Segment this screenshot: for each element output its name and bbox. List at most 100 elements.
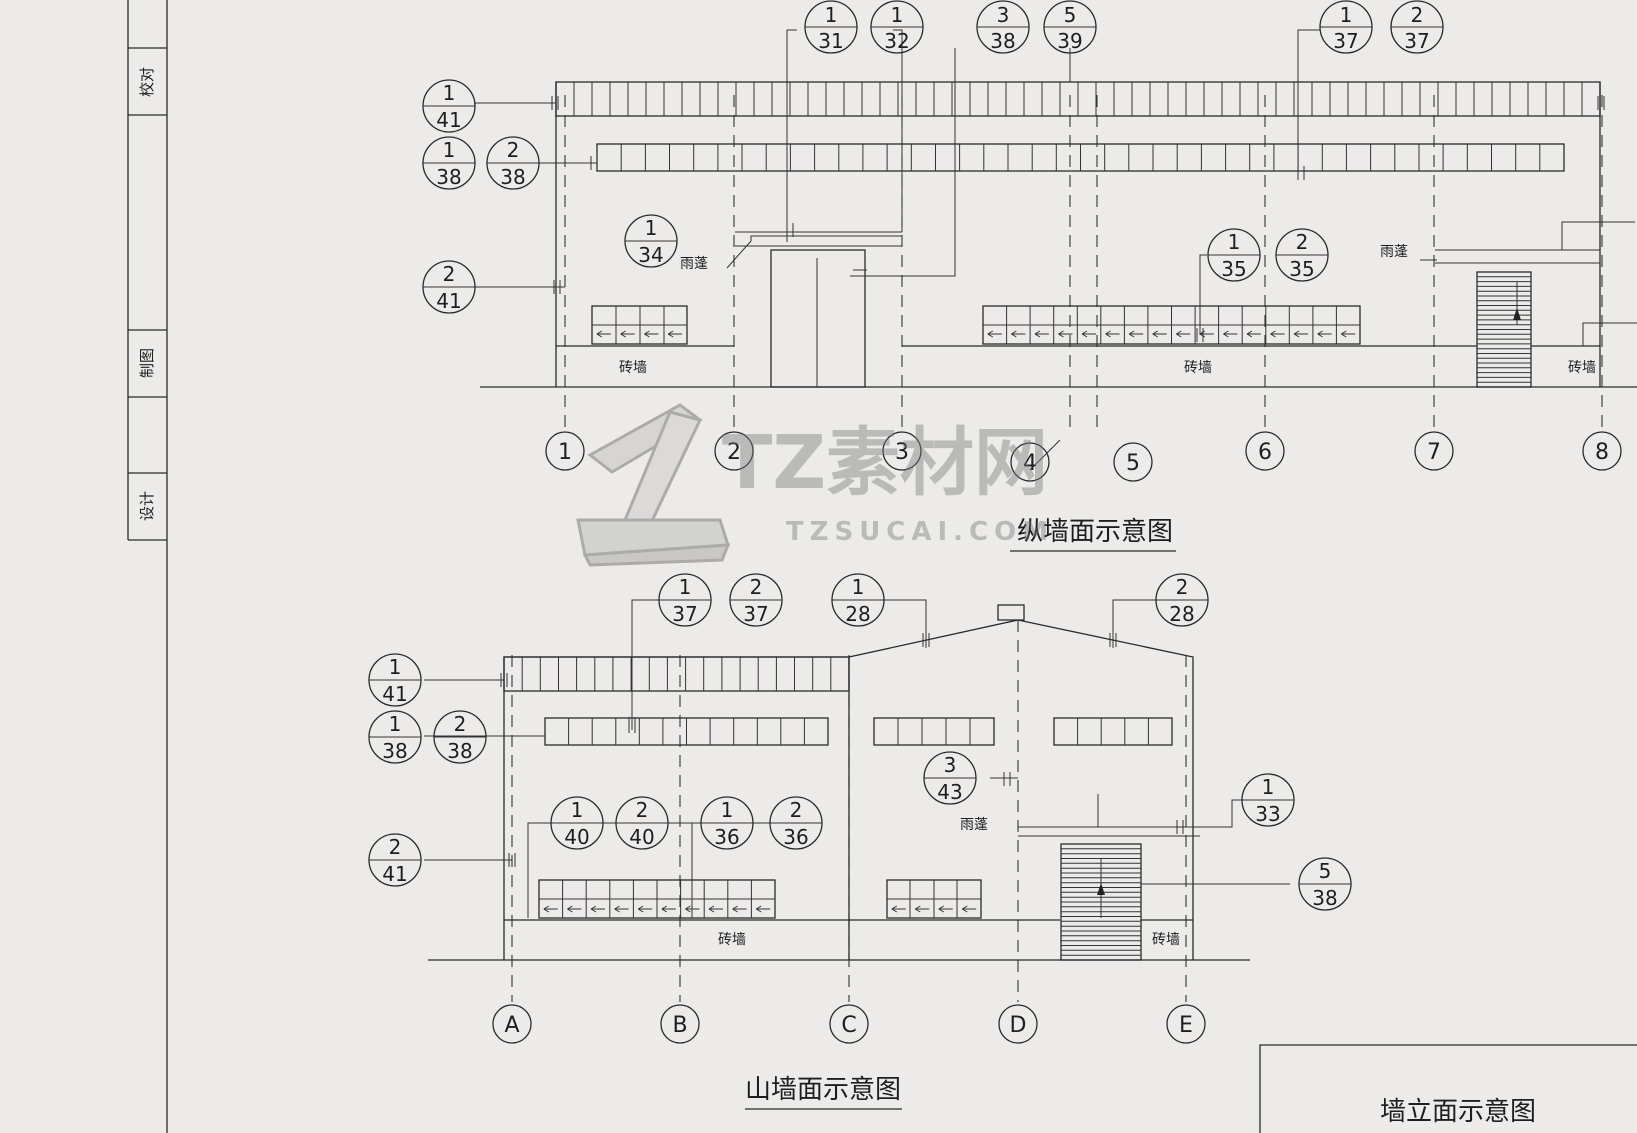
side-title-strip: 校对 制图 设计 (127, 0, 168, 1133)
window-arrow-icon (987, 330, 1002, 338)
grid-axis-circle-2 (714, 431, 754, 471)
grid-axis-label-C: C (841, 1013, 856, 1038)
canopy-label-1: 雨蓬 (680, 256, 708, 272)
brick-wall-label-e2-2: 砖墙 (1152, 932, 1180, 948)
svg-text:37: 37 (1333, 29, 1358, 53)
callout-1-40: 1 40 (550, 796, 604, 850)
svg-text:1: 1 (443, 138, 456, 162)
grid-axis-circle-6 (1245, 431, 1285, 471)
window-arrow-icon (1199, 330, 1214, 338)
svg-text:32: 32 (884, 29, 909, 53)
svg-text:1: 1 (645, 216, 658, 240)
window-arrow-icon (620, 330, 635, 338)
svg-text:5: 5 (1064, 3, 1077, 27)
longitudinal-wall-elevation: 1 31 1 32 3 38 5 39 1 37 (422, 0, 1637, 552)
window-arrow-icon (667, 330, 683, 338)
brick-wall-label-3: 砖墙 (1568, 360, 1596, 376)
svg-text:1: 1 (721, 798, 734, 822)
callout-2-36: 2 36 (769, 796, 823, 850)
callout-1-37: 1 37 (658, 573, 712, 627)
callout-1-31: 1 31 (804, 0, 858, 54)
svg-text:28: 28 (1169, 602, 1194, 626)
grid-axis-label-4: 4 (1023, 451, 1037, 476)
callout-1-38-e2: 1 38 (368, 710, 422, 764)
callout-2-41: 2 41 (422, 260, 476, 314)
window-arrow-icon (1081, 330, 1097, 338)
elev2-title: 山墙面示意图 (745, 1075, 901, 1105)
window-arrow-icon (1128, 330, 1144, 338)
svg-text:35: 35 (1221, 257, 1246, 281)
svg-text:2: 2 (1296, 230, 1309, 254)
window-arrow-icon (938, 905, 953, 913)
grid-axis-label-1: 1 (558, 440, 572, 465)
callout-2-37: 2 37 (729, 573, 783, 627)
svg-text:2: 2 (750, 575, 763, 599)
svg-text:28: 28 (845, 602, 870, 626)
window-arrow-icon (732, 905, 747, 913)
svg-text:38: 38 (1312, 886, 1337, 910)
watermark: TZ素材网 TZSUCAI.COM (576, 403, 1054, 567)
window-arrow-icon (1058, 330, 1073, 338)
window-arrow-icon (661, 905, 676, 913)
grid-axis-circle-7 (1414, 431, 1454, 471)
svg-text:2: 2 (443, 262, 456, 286)
svg-text:39: 39 (1057, 29, 1082, 53)
svg-text:2: 2 (454, 712, 467, 736)
svg-text:36: 36 (714, 825, 739, 849)
svg-text:41: 41 (436, 289, 461, 313)
callout-2-35: 2 35 (1275, 228, 1329, 282)
svg-text:3: 3 (944, 753, 957, 777)
grid-axis-circle-D (998, 1004, 1038, 1044)
svg-text:37: 37 (672, 602, 697, 626)
svg-text:36: 36 (783, 825, 808, 849)
grid-axis-circle-B (660, 1004, 700, 1044)
svg-text:3: 3 (997, 3, 1010, 27)
callout-2-38-e2: 2 38 (433, 710, 487, 764)
callout-1-34: 1 34 (624, 214, 678, 268)
callout-1-36: 1 36 (700, 796, 754, 850)
window-arrow-icon (1246, 330, 1261, 338)
brick-wall-label-e2-1: 砖墙 (718, 932, 746, 948)
svg-text:1: 1 (891, 3, 904, 27)
callout-2-38: 2 38 (486, 136, 540, 190)
svg-text:1: 1 (1228, 230, 1241, 254)
brick-wall-label-1: 砖墙 (619, 360, 647, 376)
svg-text:1: 1 (443, 81, 456, 105)
wall-elevation-partial: 墙立面示意图 (1259, 1044, 1637, 1133)
window-arrow-icon (637, 905, 653, 913)
design-label: 设计 (138, 491, 156, 521)
grid-axis-circle-3 (882, 431, 922, 471)
watermark-url: TZSUCAI.COM (786, 517, 1054, 547)
window-arrow-icon (543, 905, 558, 913)
svg-text:38: 38 (990, 29, 1015, 53)
svg-text:2: 2 (1176, 575, 1189, 599)
svg-text:1: 1 (852, 575, 865, 599)
callout-3-38: 3 38 (976, 0, 1030, 54)
svg-text:38: 38 (436, 165, 461, 189)
window-arrow-icon (1152, 330, 1167, 338)
grid-axis-label-6: 6 (1258, 440, 1272, 465)
window-arrow-icon (1270, 330, 1285, 338)
callout-1-37-top: 1 37 (1319, 0, 1373, 54)
grid-axis-label-D: D (1010, 1013, 1027, 1038)
check-label: 校对 (138, 67, 156, 97)
window-arrow-icon (1293, 330, 1309, 338)
svg-text:33: 33 (1255, 802, 1280, 826)
window-arrow-icon (1317, 330, 1332, 338)
svg-text:41: 41 (382, 862, 407, 886)
svg-text:34: 34 (638, 243, 663, 267)
canopy-label-2: 雨蓬 (1380, 244, 1408, 260)
svg-text:31: 31 (818, 29, 843, 53)
window-arrow-icon (685, 905, 700, 913)
svg-text:1: 1 (571, 798, 584, 822)
window-arrow-icon (1223, 330, 1238, 338)
grid-axis-circle-1 (545, 431, 585, 471)
callout-2-28: 2 28 (1155, 573, 1209, 627)
grid-axis-circle-8 (1582, 431, 1622, 471)
callout-1-35: 1 35 (1207, 228, 1261, 282)
grid-axis-circle-4 (1010, 442, 1050, 482)
callout-5-38: 5 38 (1298, 857, 1352, 911)
svg-text:1: 1 (1340, 3, 1353, 27)
grid-axis-label-B: B (672, 1013, 687, 1038)
